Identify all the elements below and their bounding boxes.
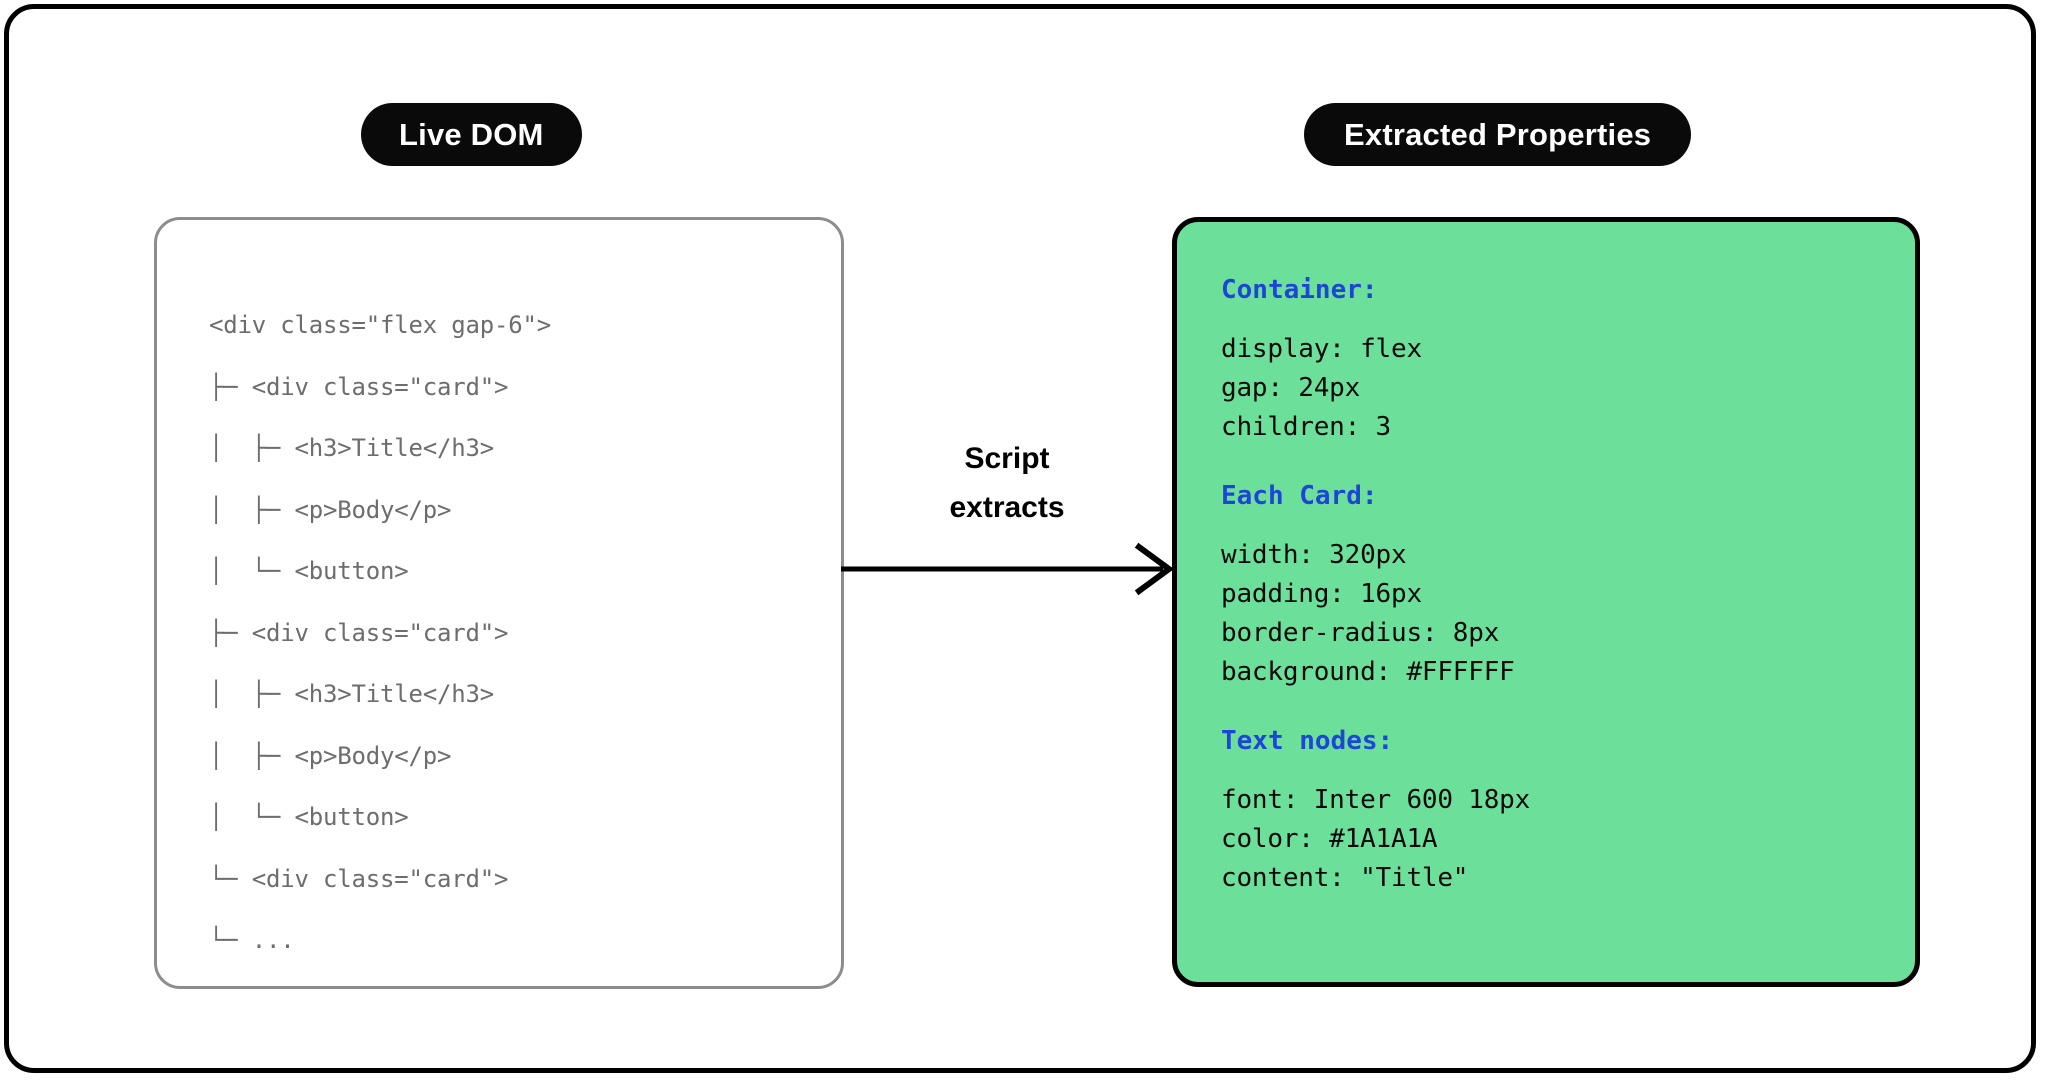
properties-section-text-nodes: Text nodes: font: Inter 600 18px color: … [1221, 721, 1891, 898]
property-line: background: #FFFFFF [1221, 657, 1515, 687]
property-line: content: "Title" [1221, 863, 1469, 893]
arrow-label: Script extracts [841, 434, 1173, 532]
property-line: color: #1A1A1A [1221, 824, 1438, 854]
arrow-label-line1: Script [964, 442, 1050, 475]
dom-tree-text: <div class="flex gap-6"> ├─ <div class="… [209, 311, 551, 954]
live-dom-panel: <div class="flex gap-6"> ├─ <div class="… [154, 217, 844, 989]
property-line: border-radius: 8px [1221, 618, 1500, 648]
property-line: width: 320px [1221, 540, 1407, 570]
properties-section-each-card: Each Card: width: 320px padding: 16px bo… [1221, 476, 1891, 692]
section-heading: Text nodes: [1221, 726, 1394, 756]
property-line: display: flex [1221, 334, 1422, 364]
diagram-frame: Live DOM <div class="flex gap-6"> ├─ <di… [4, 4, 2036, 1073]
property-line: padding: 16px [1221, 579, 1422, 609]
extracted-properties-panel: Container: display: flex gap: 24px child… [1172, 217, 1920, 987]
section-heading: Each Card: [1221, 481, 1378, 511]
extracted-properties-pill: Extracted Properties [1304, 103, 1692, 166]
properties-section-container: Container: display: flex gap: 24px child… [1221, 270, 1891, 447]
arrow-label-line2: extracts [949, 491, 1065, 524]
property-line: children: 3 [1221, 412, 1391, 442]
section-heading: Container: [1221, 275, 1378, 305]
property-line: gap: 24px [1221, 373, 1361, 403]
property-line: font: Inter 600 18px [1221, 785, 1531, 815]
live-dom-pill: Live DOM [361, 103, 582, 166]
script-extracts-arrow [841, 542, 1175, 596]
properties-list: Container: display: flex gap: 24px child… [1221, 270, 1891, 898]
